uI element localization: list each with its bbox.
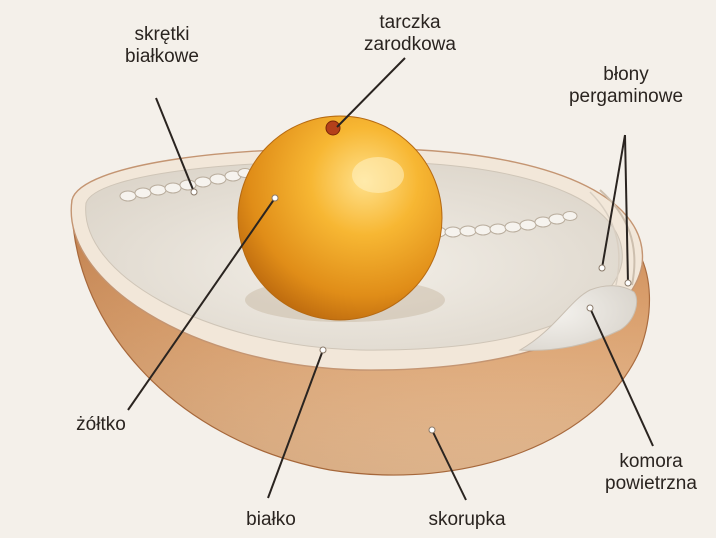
label-shell: skorupka <box>408 509 526 531</box>
label-shell-membranes: błony pergaminowe <box>546 64 706 108</box>
label-chalazae-line-2: białkowe <box>102 46 222 68</box>
label-air-chamber: komora powietrzna <box>586 451 716 495</box>
label-yolk: żółtko <box>56 414 146 436</box>
label-shell-membranes-line-1: błony <box>546 64 706 86</box>
label-germinal-disc: tarczka zarodkowa <box>335 12 485 56</box>
label-germinal-disc-line-2: zarodkowa <box>335 34 485 56</box>
label-air-chamber-line-1: komora <box>586 451 716 473</box>
label-shell-membranes-line-2: pergaminowe <box>546 86 706 108</box>
yolk <box>238 116 442 320</box>
leader-tarczka <box>337 58 405 127</box>
label-chalazae-line-1: skrętki <box>102 24 222 46</box>
label-albumen: białko <box>226 509 316 531</box>
label-air-chamber-line-2: powietrzna <box>586 473 716 495</box>
label-germinal-disc-line-1: tarczka <box>335 12 485 34</box>
label-chalazae: skrętki białkowe <box>102 24 222 68</box>
germinal-disc <box>326 121 340 135</box>
